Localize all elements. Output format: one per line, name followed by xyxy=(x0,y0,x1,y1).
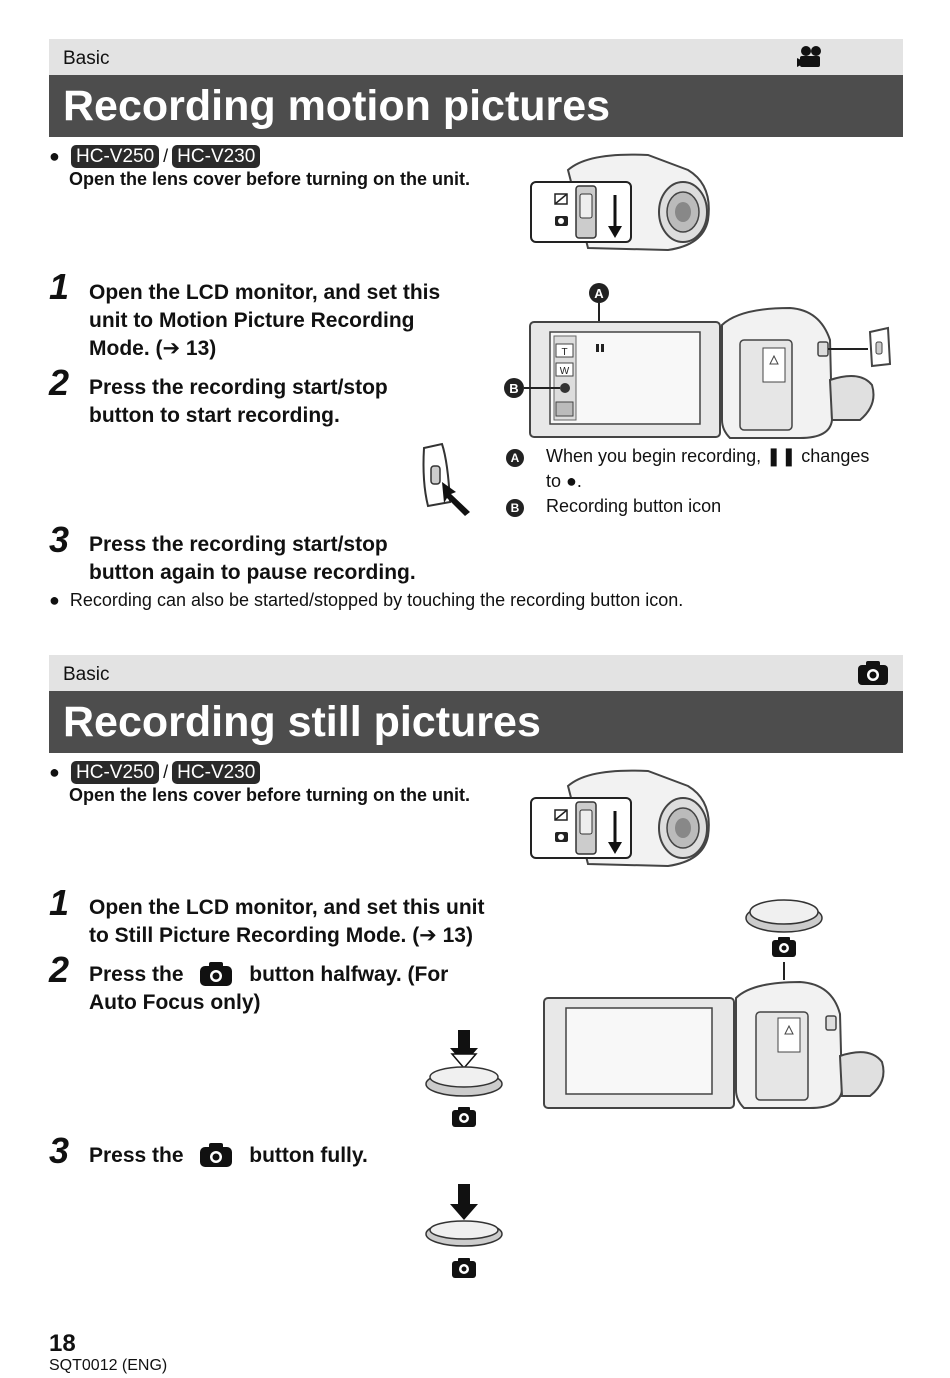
callout-letter: B xyxy=(506,499,524,517)
page-number: 18 xyxy=(49,1330,76,1357)
model-badge: HC-V250 xyxy=(71,760,160,784)
step-text-after: button fully. xyxy=(249,1144,368,1167)
recording-bullet-note: ● Recording can also be started/stopped … xyxy=(49,588,683,613)
lens-cover-illustration xyxy=(528,150,718,255)
section-header-still: Basic xyxy=(49,655,903,691)
step-line: button again to pause recording. xyxy=(89,561,416,584)
page-title: Recording motion pictures xyxy=(63,82,611,130)
camcorder-lcd-illustration: A T W B xyxy=(500,280,900,445)
movie-camera-icon xyxy=(797,45,825,69)
step-line: Press the recording start/stop xyxy=(89,533,388,556)
caption-b: Recording button icon xyxy=(546,496,722,516)
lens-cover-note: Open the lens cover before turning on th… xyxy=(69,169,471,189)
step-2-text: Press the recording start/stop button to… xyxy=(89,374,388,430)
step-1-text: Open the LCD monitor, and set this unit … xyxy=(89,279,440,363)
shutter-full-press-illustration xyxy=(422,1182,506,1282)
step-number: 1 xyxy=(49,266,70,307)
step-line: unit to Motion Picture Recording xyxy=(89,309,415,332)
step-number: 2 xyxy=(49,362,70,403)
model-separator: / xyxy=(163,761,169,782)
step-number: 3 xyxy=(49,1130,70,1171)
callout-letter: A xyxy=(506,449,524,467)
bullet: ● xyxy=(49,761,60,782)
lens-cover-note: Open the lens cover before turning on th… xyxy=(69,785,471,805)
still-camera-icon xyxy=(199,961,233,987)
callout-b-letter: B xyxy=(509,381,518,396)
step-line: button to start recording. xyxy=(89,404,340,427)
model-row: ● HC-V250 / HC-V230 xyxy=(49,143,261,169)
step-2-text: Press the button halfway. (For Auto Focu… xyxy=(89,961,448,1017)
step-3-text: Press the button fully. xyxy=(89,1142,368,1170)
section-title-still: Recording still pictures xyxy=(49,691,903,753)
callout-a-letter: A xyxy=(594,286,604,301)
step-line: Auto Focus only) xyxy=(89,991,261,1014)
page-title: Recording still pictures xyxy=(63,698,541,746)
section-header-motion: Basic xyxy=(49,39,903,75)
model-badge: HC-V250 xyxy=(71,144,160,168)
step-text-after: button halfway. (For xyxy=(249,963,449,986)
model-row: ● HC-V250 / HC-V230 xyxy=(49,759,261,785)
caption-b-marker: B xyxy=(506,499,524,517)
start-stop-button-illustration xyxy=(418,442,476,518)
step-1-text: Open the LCD monitor, and set this unit … xyxy=(89,894,485,950)
step-number: 2 xyxy=(49,949,70,990)
still-camera-icon xyxy=(199,1142,233,1168)
step-text-before: Press the xyxy=(89,1144,184,1167)
lens-cover-illustration xyxy=(528,766,718,871)
category-label: Basic xyxy=(63,664,110,685)
lcd-t-label: T xyxy=(561,347,567,358)
step-number: 1 xyxy=(49,882,70,923)
model-separator: / xyxy=(163,145,169,166)
caption-a: When you begin recording, ❚❚ changes to … xyxy=(546,444,869,494)
bullet: ● xyxy=(49,145,60,166)
still-camera-icon xyxy=(857,660,889,686)
model-badge: HC-V230 xyxy=(172,144,261,168)
document-code: SQT0012 (ENG) xyxy=(49,1357,168,1374)
step-line: Press the button halfway. (For xyxy=(89,961,448,989)
caption-a-marker: A xyxy=(506,449,524,467)
shutter-half-press-illustration xyxy=(422,1028,506,1132)
lcd-w-label: W xyxy=(560,366,570,377)
step-line: Open the LCD monitor, and set this unit xyxy=(89,896,485,919)
step-line: Press the recording start/stop xyxy=(89,376,388,399)
bullet-note-text: Recording can also be started/stopped by… xyxy=(69,590,684,610)
category-label: Basic xyxy=(63,48,110,69)
camcorder-still-illustration xyxy=(540,890,895,1115)
step-number: 3 xyxy=(49,519,70,560)
step-line: Open the LCD monitor, and set this xyxy=(89,281,441,304)
caption-line: to ●. xyxy=(546,471,582,491)
step-3-text: Press the recording start/stop button ag… xyxy=(89,531,416,587)
step-line: to Still Picture Recording Mode. (➔ 13) xyxy=(89,924,473,947)
model-badge: HC-V230 xyxy=(172,760,261,784)
caption-line: When you begin recording, ❚❚ changes xyxy=(546,446,870,466)
section-title-motion: Recording motion pictures xyxy=(49,75,903,137)
step-line: Mode. (➔ 13) xyxy=(89,337,217,360)
bullet: ● xyxy=(49,590,60,610)
step-text-before: Press the xyxy=(89,963,184,986)
